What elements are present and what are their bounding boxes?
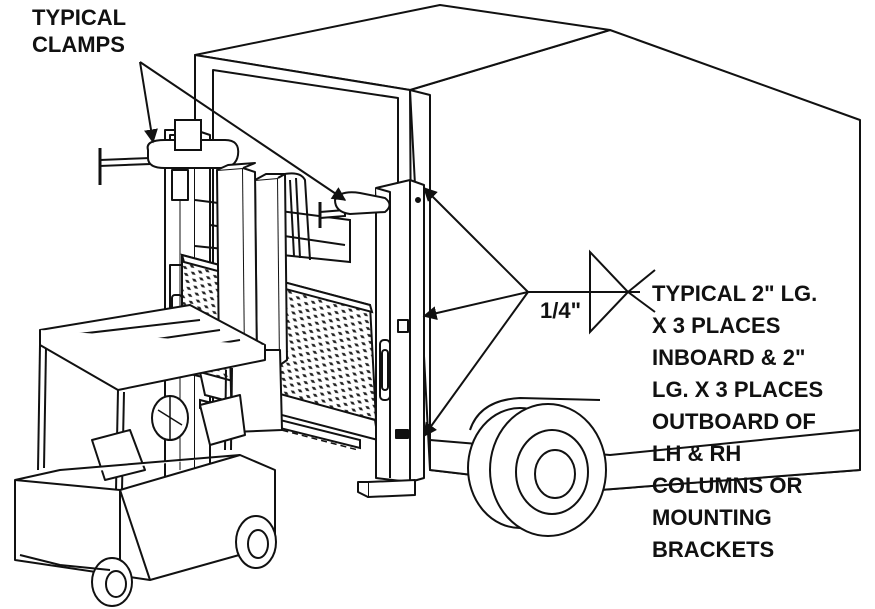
clamp-leader-lines (139, 61, 347, 201)
right-column (357, 179, 425, 498)
weld-note-line-4: LG. X 3 PLACES (652, 377, 824, 402)
forklift (14, 162, 288, 607)
typical-clamps-label: TYPICAL CLAMPS (32, 4, 126, 58)
weld-leader-lines (422, 187, 640, 438)
weld-symbol (589, 249, 656, 335)
truck-wheel (467, 396, 607, 537)
weld-note-line-9: BRACKETS (652, 537, 775, 562)
clamps-label-line-2: CLAMPS (32, 32, 125, 57)
weld-note-line-3: INBOARD & 2" (652, 345, 806, 370)
weld-note-line-6: LH & RH (652, 441, 742, 466)
weld-note-line-8: MOUNTING (652, 505, 772, 530)
weld-note-line-7: COLUMNS OR (652, 473, 803, 498)
weld-note-line-1: TYPICAL 2" LG. (652, 281, 818, 306)
clamps-label-line-1: TYPICAL (32, 5, 127, 30)
weld-note-line-5: OUTBOARD OF (652, 409, 816, 434)
weld-note-label: TYPICAL 2" LG. X 3 PLACES INBOARD & 2" L… (652, 278, 823, 566)
weld-note-line-2: X 3 PLACES (652, 313, 781, 338)
weld-size-label: 1/4" (540, 298, 582, 323)
